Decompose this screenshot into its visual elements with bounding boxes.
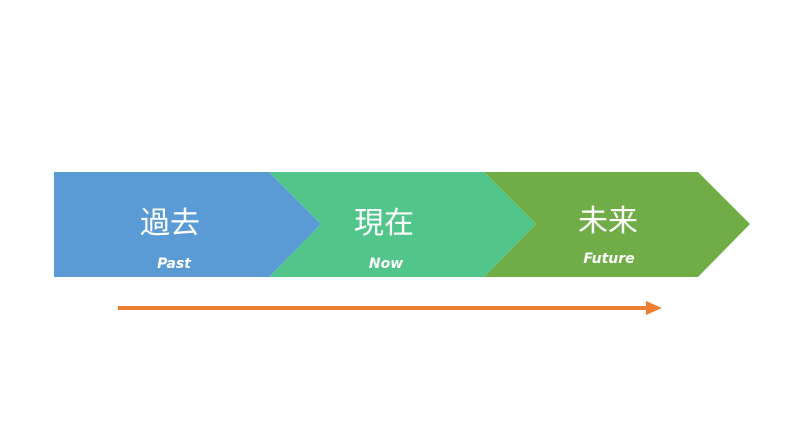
now-label: 現在 <box>354 206 414 241</box>
now-chevron <box>269 172 536 277</box>
future-chevron <box>484 172 750 277</box>
past-label: 過去 <box>140 206 200 241</box>
future-label: 未来 <box>578 204 638 239</box>
future-sublabel: Future <box>583 251 634 267</box>
time-arrow-head <box>646 301 662 315</box>
past-sublabel: Past <box>157 256 192 272</box>
past-pentagon <box>54 172 321 277</box>
now-sublabel: Now <box>369 256 403 272</box>
